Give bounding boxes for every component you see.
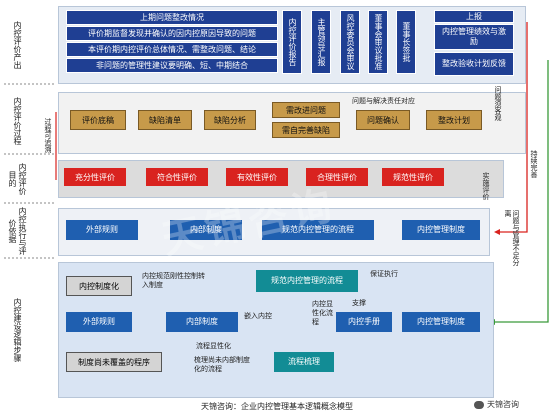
step-defect-list: 缺陷清单: [138, 110, 192, 130]
row5-external-rules: 外部规则: [66, 312, 132, 332]
step-defect-analysis: 缺陷分析: [204, 110, 256, 130]
supervisor-report: 主管领导汇报: [311, 10, 331, 74]
output-item-problems-found: 评价期监督发现并确认的因内控原因导致的问题: [66, 26, 278, 41]
row-label-purpose: 内控评价目的: [8, 163, 27, 195]
output-item-overall-evaluation: 本评价期内控评价总体情况、需整改问题、结论: [66, 42, 278, 57]
output-item-prior-rectification: 上期问题整改情况: [66, 10, 278, 25]
external-rules: 外部规则: [66, 220, 138, 240]
caption: 天锦咨询：企业内控管理基本逻辑概念模型: [201, 402, 353, 411]
step-working-papers: 评价底稿: [70, 110, 126, 130]
performance-incentive: 内控管理绩效与激励: [434, 24, 514, 50]
adequacy-evaluation: 充分性评价: [64, 168, 126, 186]
board-approval: 董事会审议批准: [368, 10, 388, 74]
report-up: 上报: [434, 10, 514, 23]
note-guarantee: 保证执行: [370, 270, 398, 278]
uncovered-procedures: 制度尚未覆盖的程序: [66, 352, 162, 372]
note-implement: 实施评价: [482, 172, 490, 200]
note-traceable: 过程可追溯: [44, 118, 52, 153]
reasonableness-evaluation: 合理性评价: [306, 168, 368, 186]
note-continuous: 持续完善: [530, 150, 538, 178]
process-standard: 规范内控管理的流程: [262, 220, 374, 240]
note-separate: 问题与管理不足分离: [504, 210, 520, 266]
compliance-evaluation: 符合性评价: [146, 168, 208, 186]
output-item-management-advice: 非问题的管理性建议要明确、短、中期结合: [66, 58, 278, 73]
wechat-icon: [474, 400, 484, 409]
effectiveness-evaluation: 有效性评价: [226, 168, 288, 186]
note-support: 支撑: [352, 299, 366, 307]
brand-name: 天锦咨询: [487, 400, 519, 409]
note-visualize: 流程显性化: [196, 342, 231, 350]
rectification-feedback: 整改验收计划反馈: [434, 52, 514, 76]
note-unstructured: 梳理尚未内部制度化的流程: [194, 356, 250, 373]
note-exposed: 内控显性化流程: [312, 300, 333, 326]
row-label-steps: 内控建设逻辑步骤: [13, 298, 22, 362]
control-institutionalize: 内控制度化: [66, 276, 132, 296]
row5-internal-system: 内部制度: [166, 312, 238, 332]
note-embed: 嵌入内控: [244, 312, 272, 320]
risk-committee-review: 风控委员会审议: [340, 10, 360, 74]
step-self-fix-defects: 需自完善缺陷: [272, 122, 340, 138]
step-issues-to-improve: 需改进问题: [272, 102, 340, 118]
control-manual: 内控手册: [336, 312, 392, 332]
step-rectification-plan: 整改计划: [426, 110, 482, 130]
row-label-output: 内控评价产出: [13, 21, 22, 69]
row5-mgmt-system: 内控管理制度: [402, 312, 480, 332]
brand-logo: 天锦咨询: [474, 399, 519, 410]
standardization-evaluation: 规范性评价: [382, 168, 444, 186]
process-review: 流程梳理: [274, 352, 334, 372]
evaluation-report: 内控评价报告: [282, 10, 302, 74]
row-label-process: 内控评价过程: [13, 97, 22, 145]
note-responsibility: 问题与解决责任对应: [352, 97, 415, 105]
control-mgmt-system: 内控管理制度: [402, 220, 480, 240]
row5-process-standard: 规范内控管理的流程: [256, 270, 358, 292]
row-label-basis: 内控执行与评价依据: [8, 207, 27, 255]
note-objective: 问题须客观: [494, 86, 502, 121]
chairman-sign: 董事长签批: [396, 10, 416, 74]
step-issue-confirmation: 问题确认: [356, 110, 410, 130]
internal-system: 内部制度: [170, 220, 242, 240]
note-rigid: 内控规范刚性控制转入制度: [142, 272, 205, 289]
